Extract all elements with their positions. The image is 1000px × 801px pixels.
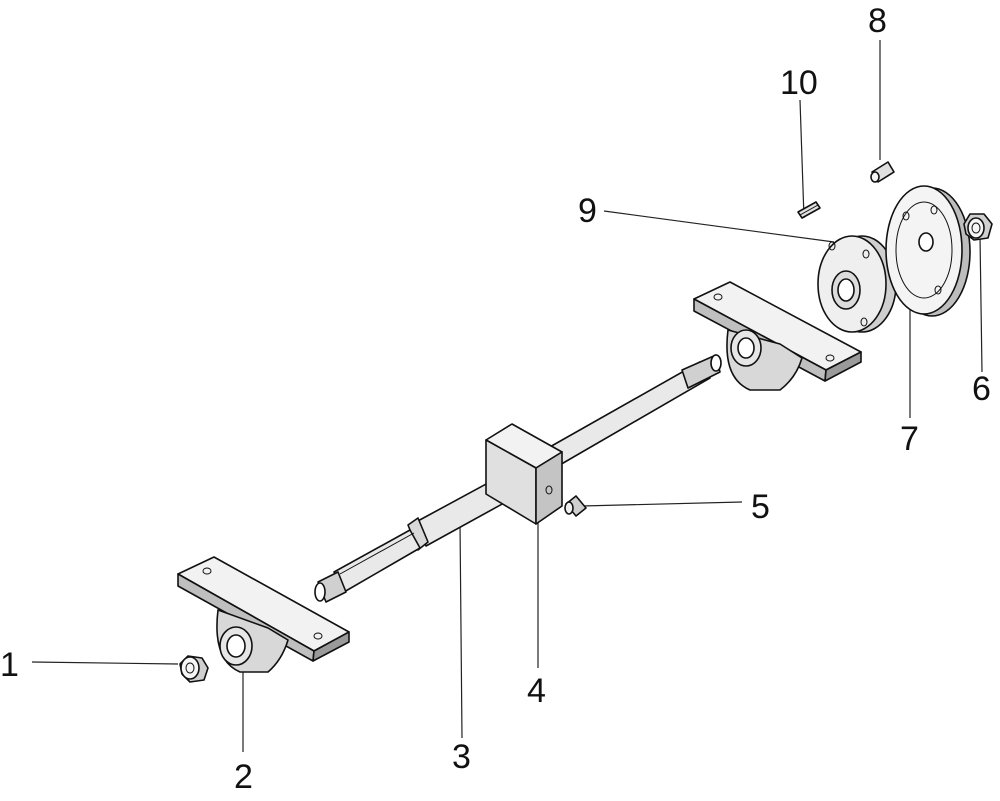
callout-5: 5 xyxy=(751,488,770,526)
callout-6: 6 xyxy=(972,370,991,408)
callout-7: 7 xyxy=(900,420,919,458)
leader-1 xyxy=(31,661,179,665)
callout-2: 2 xyxy=(234,758,253,796)
leader-10 xyxy=(799,99,805,219)
nut-block xyxy=(485,423,563,525)
wheel-disc xyxy=(885,185,971,317)
left-nut xyxy=(179,655,209,683)
leader-9 xyxy=(603,210,835,243)
leader-6 xyxy=(979,235,983,373)
right-bracket xyxy=(693,281,862,391)
leader-3 xyxy=(459,521,463,739)
callout-8: 8 xyxy=(868,2,887,40)
leader-lines xyxy=(31,40,983,752)
callout-1: 1 xyxy=(0,646,19,684)
right-nut xyxy=(963,213,993,241)
callout-4: 4 xyxy=(527,672,546,710)
callout-10: 10 xyxy=(780,64,818,102)
left-bracket xyxy=(177,556,350,673)
leader-5 xyxy=(581,501,743,507)
callout-3: 3 xyxy=(452,738,471,776)
set-screw xyxy=(564,495,587,517)
callout-9: 9 xyxy=(578,192,597,230)
dowel xyxy=(870,161,895,183)
hub-flange xyxy=(817,235,897,333)
pin xyxy=(797,201,821,219)
